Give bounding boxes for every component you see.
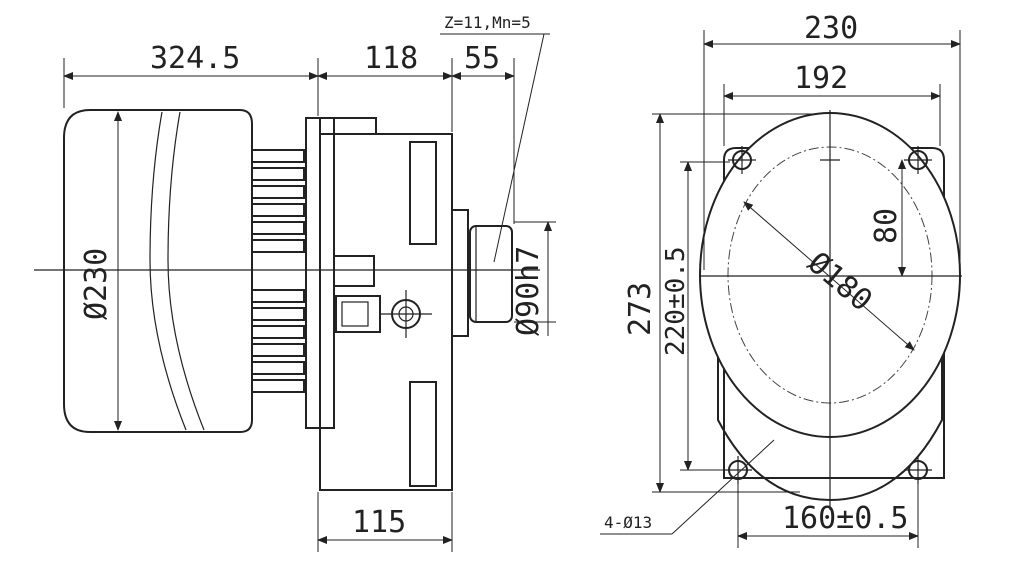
dim-273-label: 273: [623, 282, 658, 336]
dim-324-label: 324.5: [150, 41, 240, 76]
bearing-box: [335, 295, 381, 333]
dia-circle-dim-line: [743, 201, 915, 351]
dia-shaft-label: Ø90h7: [511, 246, 546, 336]
dim-118-label: 118: [364, 41, 418, 76]
dim-80-label: 80: [869, 208, 904, 244]
output-shaft: [469, 225, 513, 323]
dim-115-label: 115: [352, 505, 406, 540]
dia-main-label: Ø230: [79, 248, 114, 320]
gearbox-window-top: [409, 141, 437, 245]
shaft-flange: [451, 209, 469, 337]
gearbox-body: [319, 133, 453, 491]
dim-192-label: 192: [794, 61, 848, 96]
gear-spec-label: Z=11,Mn=5: [444, 13, 531, 32]
hole-spec-label: 4-Ø13: [604, 513, 652, 532]
dim-220-label: 220±0.5: [661, 246, 691, 356]
gearbox-window-bottom: [409, 381, 437, 487]
flange-top-tab: [333, 117, 377, 135]
dim-230-label: 230: [804, 11, 858, 46]
motor-cylinder: [63, 109, 253, 433]
bearing-inner: [341, 301, 369, 327]
dim-160-label: 160±0.5: [782, 501, 908, 536]
flange-plate: [305, 117, 321, 429]
dim-55-label: 55: [464, 41, 500, 76]
front-view: Ø180 230 192 273 220±0.5 80 4-Ø13 160±0.…: [600, 11, 962, 548]
flange-plate-inner: [319, 117, 335, 429]
terminal-box: [333, 255, 375, 287]
break-line-right: [167, 111, 205, 431]
break-line-left: [149, 111, 187, 431]
mounting-holes: [724, 146, 932, 484]
cooling-fins: [251, 149, 305, 393]
side-view: Ø230 324.5 118 55 Z=11,Mn=5 Ø90h7 115: [34, 13, 556, 552]
base-plate: [723, 147, 945, 479]
